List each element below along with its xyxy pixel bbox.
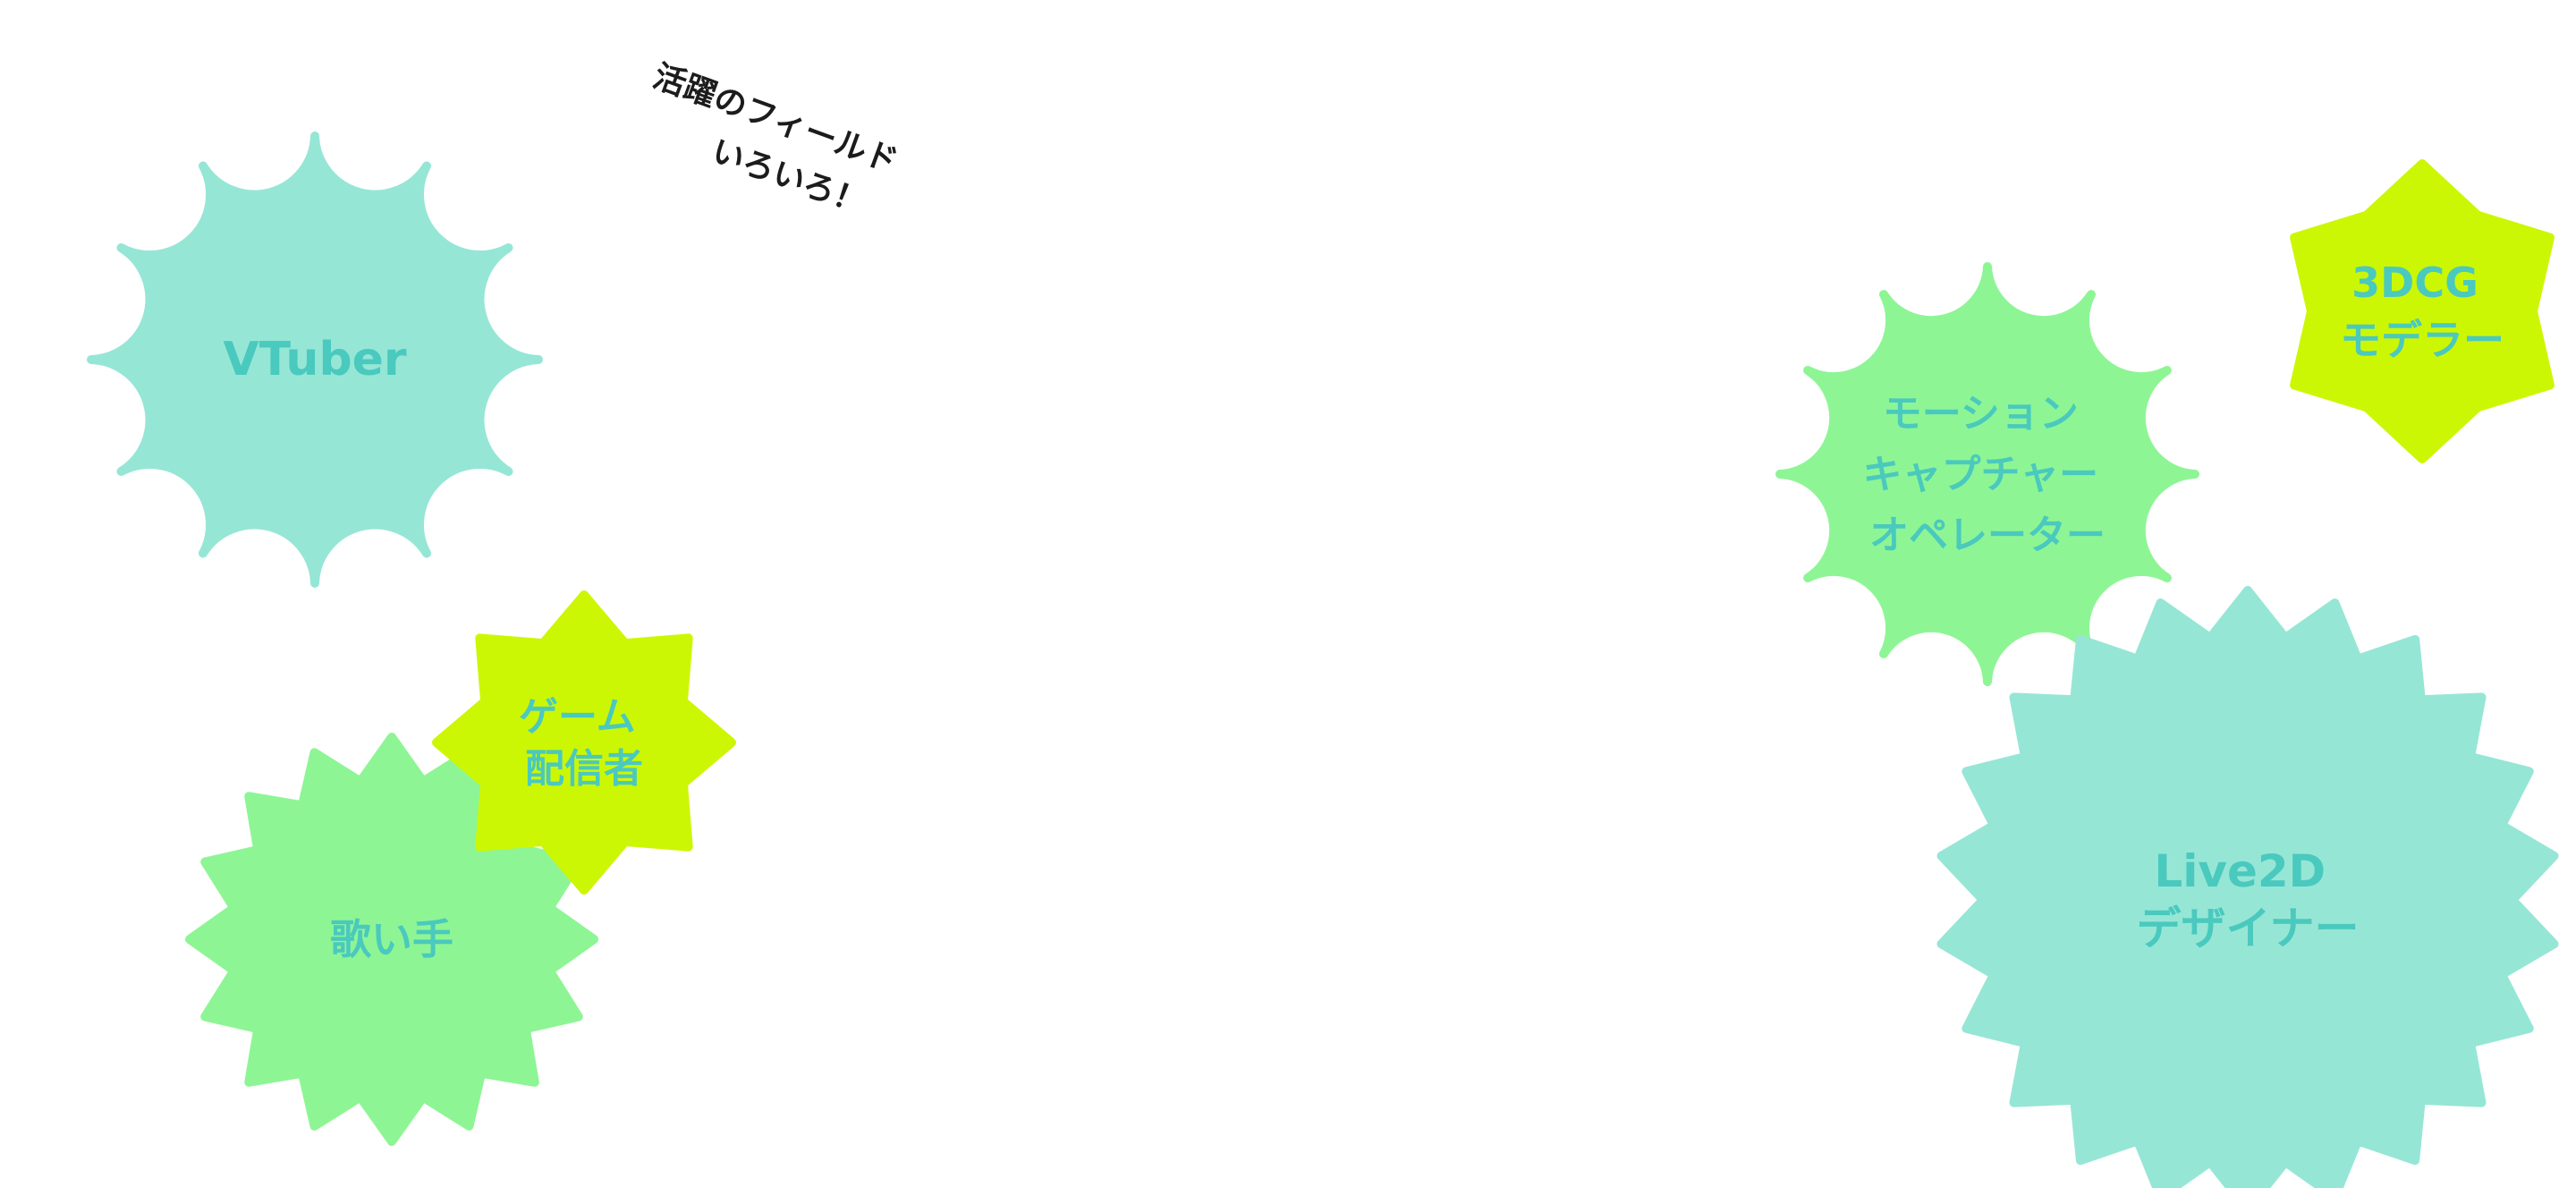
badge-game-streamer-label: ゲーム 配信者 <box>519 694 649 792</box>
badge-3dcg-modeler-label: 3DCG モデラー <box>2340 259 2504 364</box>
badge-3dcg-modeler-shape <box>2290 159 2555 463</box>
badge-motion-capture-operator-label: モーション キャプチャー オペレーター <box>1863 391 2113 558</box>
badge-singer-label: 歌い手 <box>330 915 453 963</box>
badge-vtuber-label: VTuber <box>223 333 407 386</box>
badge-live2d-designer-label: Live2D デザイナー <box>2137 845 2360 955</box>
badge-vtuber-shape <box>87 132 543 588</box>
badge-live2d-designer: Live2D デザイナー <box>1936 586 2559 1188</box>
badge-live2d-designer-shape <box>1936 586 2559 1188</box>
badge-game-streamer-shape <box>432 590 736 895</box>
badge-motion-capture-operator-shape <box>1775 262 2199 686</box>
badge-vtuber: VTuber <box>87 132 543 588</box>
heading: 活躍のフィールド いろいろ！ <box>648 58 902 223</box>
badge-game-streamer: ゲーム 配信者 <box>432 590 736 895</box>
badge-3dcg-modeler: 3DCG モデラー <box>2290 159 2555 463</box>
badge-motion-capture-operator: モーション キャプチャー オペレーター <box>1775 262 2199 686</box>
